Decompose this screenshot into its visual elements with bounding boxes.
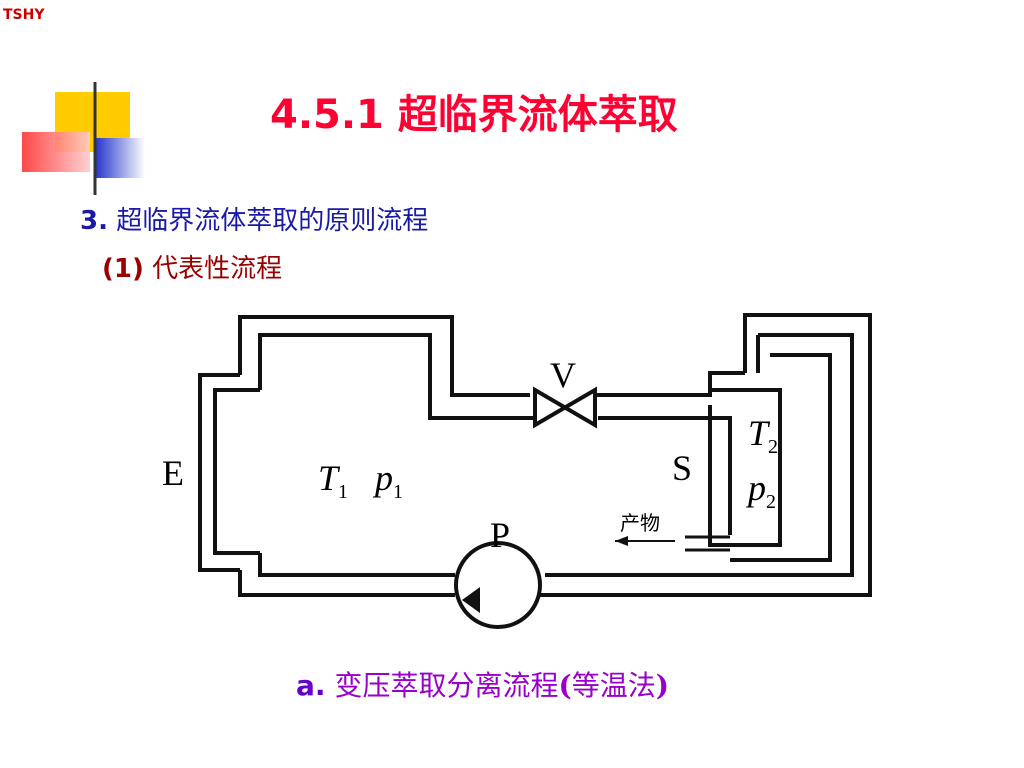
label-extractor: E (162, 453, 184, 493)
pipe-valve-right (595, 371, 745, 397)
valve-symbol (533, 386, 597, 429)
label-product: 产物 (620, 511, 660, 535)
caption-paren-open: ( (558, 669, 572, 702)
extractor-outer (198, 373, 240, 572)
label-p2-sub: 2 (766, 491, 776, 513)
pipe-inner (258, 333, 535, 420)
page-title: 4.5.1 超临界流体萃取 (270, 92, 678, 138)
label-p1: p1 (372, 458, 403, 503)
separator-chamber (708, 388, 782, 547)
pipe-outer (238, 315, 530, 397)
section-number: 3. (80, 206, 108, 236)
label-p1-sub: 1 (393, 481, 403, 503)
caption-paren-text: 等温法 (571, 669, 656, 702)
separator-outer (540, 313, 872, 597)
header-decoration (22, 82, 1000, 195)
label-pump: P (490, 515, 510, 555)
separator-mid (545, 333, 854, 577)
extractor-inner (213, 388, 260, 555)
label-t2-sub: 2 (768, 436, 778, 458)
section-text: 超临界流体萃取的原则流程 (116, 206, 429, 236)
label-t2: T2 (748, 413, 778, 458)
label-valve: V (550, 355, 576, 395)
subsection-text: 代表性流程 (152, 254, 283, 284)
subsection-number: (1) (102, 254, 144, 284)
label-p2: p2 (745, 468, 776, 513)
separator-inner (730, 335, 832, 562)
process-diagram: E V S P 产物 T1 p1 T2 p2 (162, 313, 872, 629)
deco-red-square (22, 132, 90, 172)
subsection-heading: (1) 代表性流程 (102, 248, 282, 285)
diagram-caption: a. 变压萃取分离流程(等温法) (296, 664, 669, 704)
pipe-valve-right-inner (598, 416, 732, 535)
pipe-return-inner (258, 553, 455, 577)
pump-symbol (454, 541, 542, 629)
pipe-return-outer (238, 570, 455, 597)
caption-paren-close: ) (655, 669, 669, 702)
label-separator: S (672, 448, 692, 488)
caption-letter: a. (296, 669, 326, 702)
label-t1-sub: 1 (338, 481, 348, 503)
section-heading: 3. 超临界流体萃取的原则流程 (80, 200, 428, 237)
logo-text: TSHY (3, 7, 45, 23)
label-t1: T1 (318, 458, 348, 503)
caption-text: 变压萃取分离流程 (334, 669, 559, 702)
product-arrow-icon (615, 536, 675, 546)
